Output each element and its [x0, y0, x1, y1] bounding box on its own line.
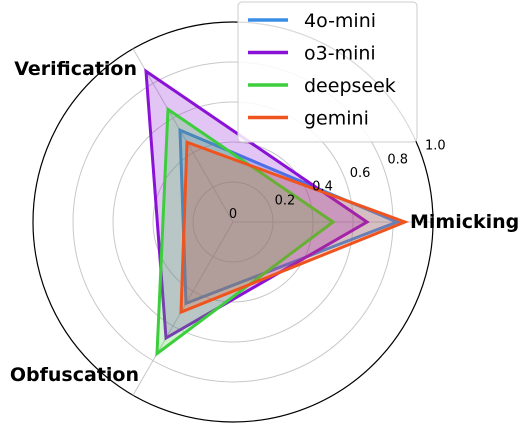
axis-label-mimicking: Mimicking [410, 211, 519, 233]
r-tick-label: 0 [229, 207, 237, 222]
legend-box [237, 1, 418, 143]
spoke-1 [132, 48, 234, 223]
series-layer [144, 68, 410, 357]
legend-label-gemini: gemini [304, 108, 369, 130]
legend-label-o3-mini: o3-mini [304, 43, 376, 65]
series-line-gemini [179, 140, 410, 315]
legend-label-deepseek: deepseek [304, 75, 396, 97]
series-line-o3-mini [144, 68, 370, 341]
legend-label-4o-mini: 4o-mini [304, 10, 376, 32]
legend: 4o-mini o3-mini deepseek gemini [237, 1, 418, 143]
r-tick-label: 0.4 [312, 180, 333, 195]
axis-label-obfuscation: Obfuscation [10, 364, 139, 386]
series-fill-gemini [181, 142, 405, 313]
r-tick-label: 1.0 [425, 139, 446, 154]
r-tick-label: 0.6 [350, 166, 371, 181]
series-fill-deepseek [157, 109, 333, 354]
r-tick-label: 0.8 [387, 152, 408, 167]
axis-label-verification: Verification [14, 58, 137, 80]
series-fill-o3-mini [146, 71, 367, 339]
series-fill-4o-mini [180, 130, 397, 304]
spoke-2 [132, 221, 234, 396]
r-tick-label: 0.2 [275, 193, 296, 208]
